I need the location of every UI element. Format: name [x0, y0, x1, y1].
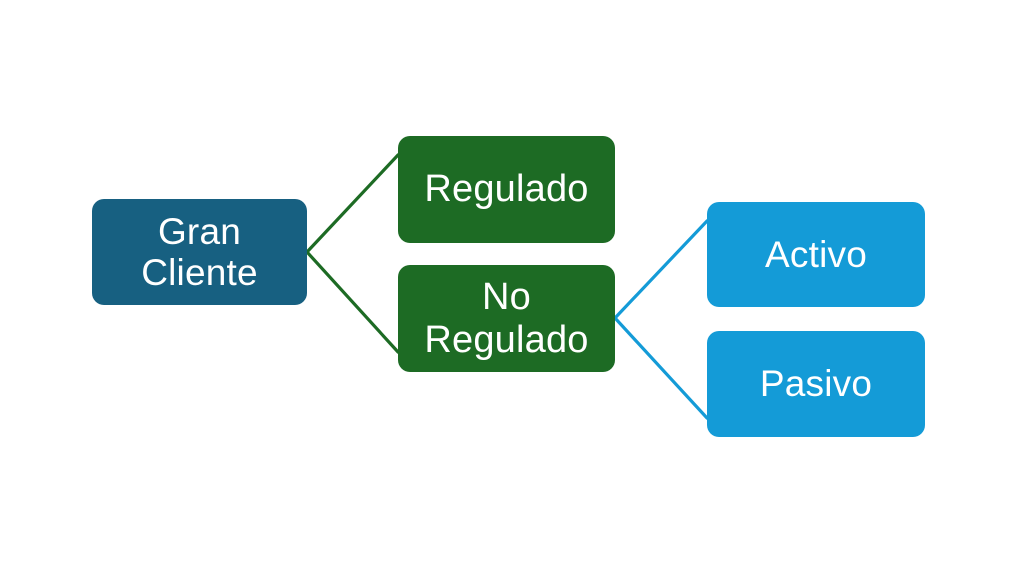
node-no-regulado[interactable]: No Regulado [398, 265, 615, 372]
node-pasivo[interactable]: Pasivo [707, 331, 925, 437]
node-regulado[interactable]: Regulado [398, 136, 615, 243]
node-gran-cliente-label: Gran Cliente [141, 210, 258, 293]
node-no-regulado-label: No Regulado [424, 275, 589, 361]
node-gran-cliente[interactable]: Gran Cliente [92, 199, 307, 305]
edge-gran-cliente-to-regulado [305, 153, 400, 254]
edge-no-regulado-to-activo [613, 219, 709, 320]
node-regulado-label: Regulado [424, 168, 589, 211]
edge-no-regulado-to-pasivo [613, 316, 709, 420]
node-activo[interactable]: Activo [707, 202, 925, 307]
edge-gran-cliente-to-no-regulado [305, 250, 400, 354]
node-activo-label: Activo [765, 233, 867, 275]
node-pasivo-label: Pasivo [759, 363, 873, 405]
